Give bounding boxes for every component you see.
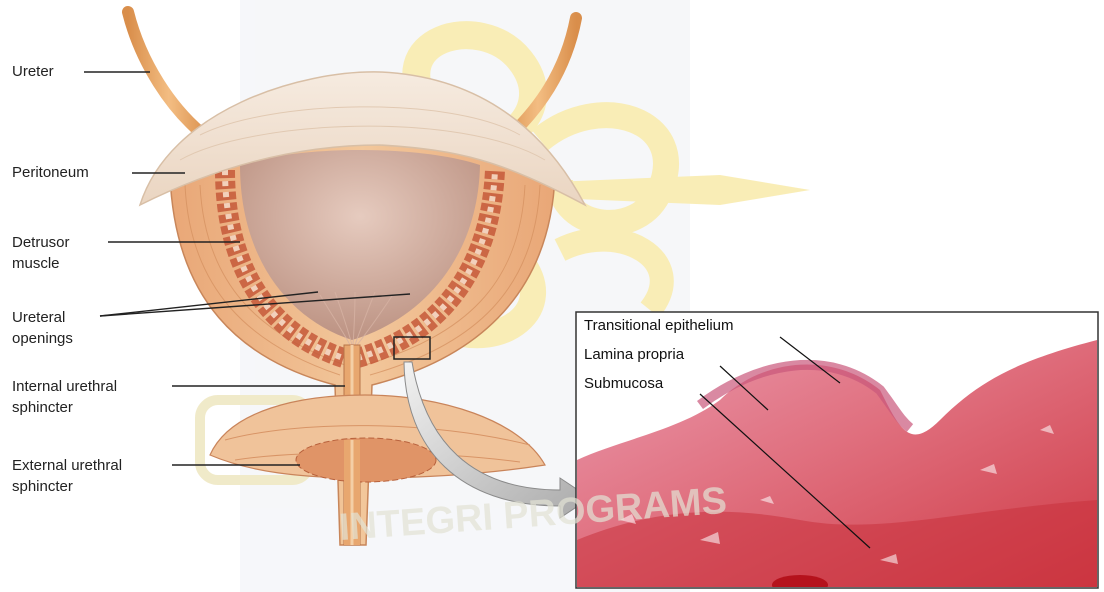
label-external-line1: External urethral [12,456,122,476]
label-detrusor-line1: Detrusor [12,233,70,253]
external-sphincter [296,438,436,482]
label-ureteral-line1: Ureteral [12,308,65,328]
label-lamina-propria: Lamina propria [584,346,684,364]
label-peritoneum: Peritoneum [12,163,89,183]
label-ureter: Ureter [12,62,54,82]
label-detrusor-line2: muscle [12,254,60,274]
label-external-line2: sphincter [12,477,73,497]
label-ureteral-line2: openings [12,329,73,349]
left-ureter [128,12,210,140]
label-transitional-epithelium: Transitional epithelium [584,317,734,335]
label-internal-line1: Internal urethral [12,377,117,397]
label-internal-line2: sphincter [12,398,73,418]
label-submucosa: Submucosa [584,375,663,393]
